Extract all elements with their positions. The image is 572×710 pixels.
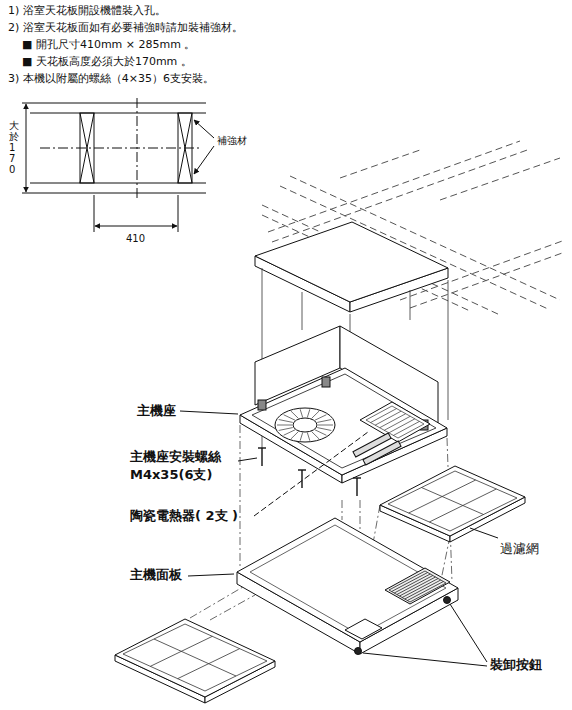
screws: [258, 448, 361, 496]
fan-blade: [279, 428, 293, 431]
grid-stroke: [407, 582, 443, 601]
part-name: 補強材: [217, 134, 277, 148]
leader-lines: [180, 411, 498, 666]
dimension-label: 410: [126, 232, 166, 246]
fan-blade: [300, 409, 303, 417]
grid-stroke: [394, 574, 430, 593]
part-name: 主機座安裝螺絲 M4x35(6支): [130, 448, 236, 483]
grid-stroke: [366, 420, 398, 438]
grid-stroke: [455, 471, 517, 498]
grid-stroke: [422, 488, 484, 515]
grid-stroke: [392, 573, 428, 592]
fan-blade: [317, 428, 331, 431]
part-name: 主機座: [137, 402, 197, 420]
instruction-note: 2) 浴室天花板面如有必要補強時請加裝補強材。: [8, 21, 548, 36]
fan-blade: [317, 420, 331, 423]
grid-stroke: [425, 571, 446, 583]
grid-stroke: [154, 639, 236, 676]
filter-left: [115, 619, 275, 703]
fan-blade: [300, 432, 303, 440]
fan-blade: [277, 425, 292, 426]
grid-stroke: [185, 624, 267, 661]
fan-blade: [284, 415, 295, 420]
section-diagram: [22, 98, 214, 232]
fan-blade: [284, 430, 295, 435]
grid-stroke: [400, 577, 436, 596]
grid-stroke: [410, 583, 446, 602]
part-name: 主機面板: [130, 566, 190, 584]
filter-right: [380, 466, 525, 542]
part-name: 陶瓷電熱器( 2支 ): [130, 507, 254, 525]
fan-blade: [279, 420, 293, 423]
grid-stroke: [123, 654, 205, 691]
ceiling-board: [255, 222, 448, 312]
fan-blade: [291, 411, 299, 418]
instruction-note: 3) 本機以附屬的螺絲（4×35）6支安裝。: [8, 72, 548, 87]
grid-stroke: [405, 580, 441, 599]
dimension-label: 大於170: [9, 120, 19, 175]
instruction-note: ■ 天花板高度必須大於170mm 。: [22, 55, 542, 70]
fan-blade: [291, 431, 299, 438]
grid-stroke: [388, 504, 450, 531]
fan-blade: [315, 430, 326, 435]
fan-blade: [318, 425, 333, 426]
fan-blade: [307, 432, 310, 440]
fan-blade: [312, 431, 320, 438]
grid-stroke: [398, 424, 424, 438]
fan-blade: [312, 411, 320, 418]
grid-stroke: [392, 406, 424, 424]
fan-blade: [307, 409, 310, 417]
grid-stroke: [389, 571, 425, 590]
part-name: 過濾網: [500, 540, 560, 558]
grid-stroke: [397, 576, 433, 595]
fan-blade: [315, 415, 326, 420]
grid-stroke: [402, 579, 438, 598]
grid-stroke: [389, 590, 410, 602]
main-panel: [237, 518, 458, 655]
part-name: 裝卸按鈕: [490, 656, 560, 674]
instruction-note: 1) 浴室天花板開設機體裝入孔。: [8, 4, 548, 19]
main-base: [240, 326, 447, 483]
instruction-note: ■ 開孔尺寸410mm × 285mm 。: [22, 38, 542, 53]
